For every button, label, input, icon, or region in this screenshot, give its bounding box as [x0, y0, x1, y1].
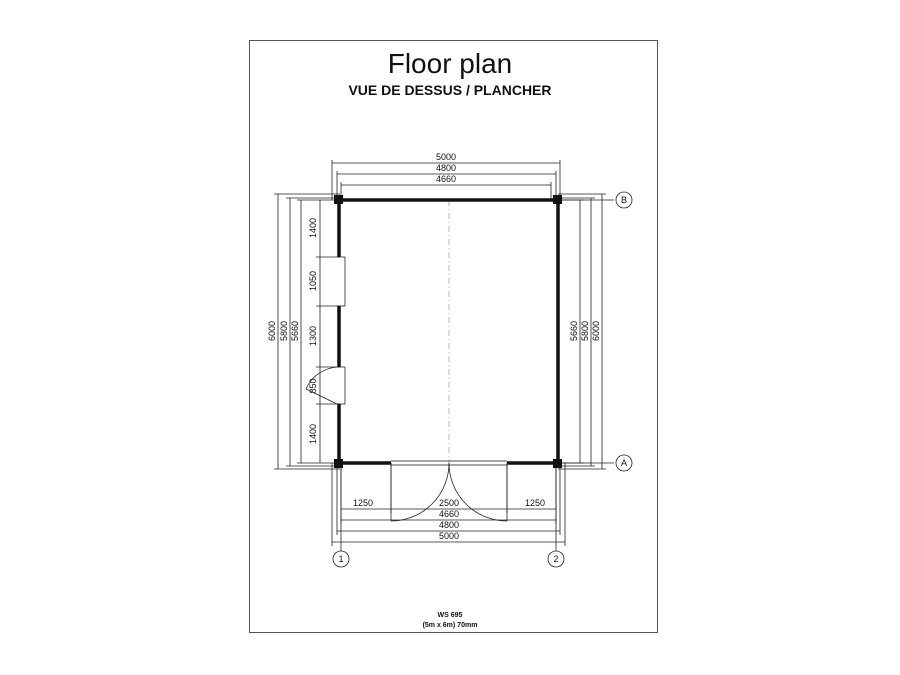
drawing-sheet-border [249, 40, 658, 633]
dim-text-right-5660: 5660 [569, 321, 579, 341]
page-title: Floor plan [387, 48, 513, 79]
model-reference: WS 695 [437, 612, 463, 619]
dim-text-bottom-seg-1: 1250 [353, 498, 373, 508]
dim-text-bottom-4660: 4660 [439, 509, 459, 519]
front-door-right-leaf [448, 462, 508, 522]
side-door-swing [305, 366, 338, 390]
dim-text-left-6000: 6000 [267, 321, 277, 341]
grid-bubble-2 [547, 550, 565, 568]
model-size: (5m x 6m) 70mm [422, 622, 478, 629]
dim-text-left-5660: 5660 [290, 321, 300, 341]
walls [337, 198, 560, 465]
grid-label-2: 2 [553, 554, 558, 564]
dim-text-left-seg-2: 1050 [308, 271, 318, 291]
grid-bubble-1 [332, 550, 350, 568]
dim-text-left-seg-4: 850 [308, 378, 318, 393]
dim-text-bottom-4800: 4800 [439, 520, 459, 530]
dim-text-bottom-seg-3: 1250 [525, 498, 545, 508]
front-door-left-leaf [390, 462, 450, 522]
dim-text-top-4800: 4800 [436, 163, 456, 173]
dim-text-left-seg-1: 1400 [308, 218, 318, 238]
grid-label-b: B [621, 195, 627, 205]
dim-text-left-seg-3: 1300 [308, 326, 318, 346]
page-subtitle: VUE DE DESSUS / PLANCHER [348, 82, 552, 98]
dim-text-bottom-seg-2: 2500 [439, 498, 459, 508]
grid-bubble-b [615, 191, 633, 209]
dim-text-top-5000: 5000 [436, 152, 456, 162]
dim-text-right-5800: 5800 [580, 321, 590, 341]
dim-text-left-seg-5: 1400 [308, 424, 318, 444]
dim-text-left-5800: 5800 [279, 321, 289, 341]
grid-label-1: 1 [338, 554, 343, 564]
dim-text-right-6000: 6000 [591, 321, 601, 341]
dim-text-top-4660: 4660 [436, 174, 456, 184]
dim-text-bottom-5000: 5000 [439, 531, 459, 541]
grid-label-a: A [621, 458, 627, 468]
grid-bubble-a [615, 454, 633, 472]
